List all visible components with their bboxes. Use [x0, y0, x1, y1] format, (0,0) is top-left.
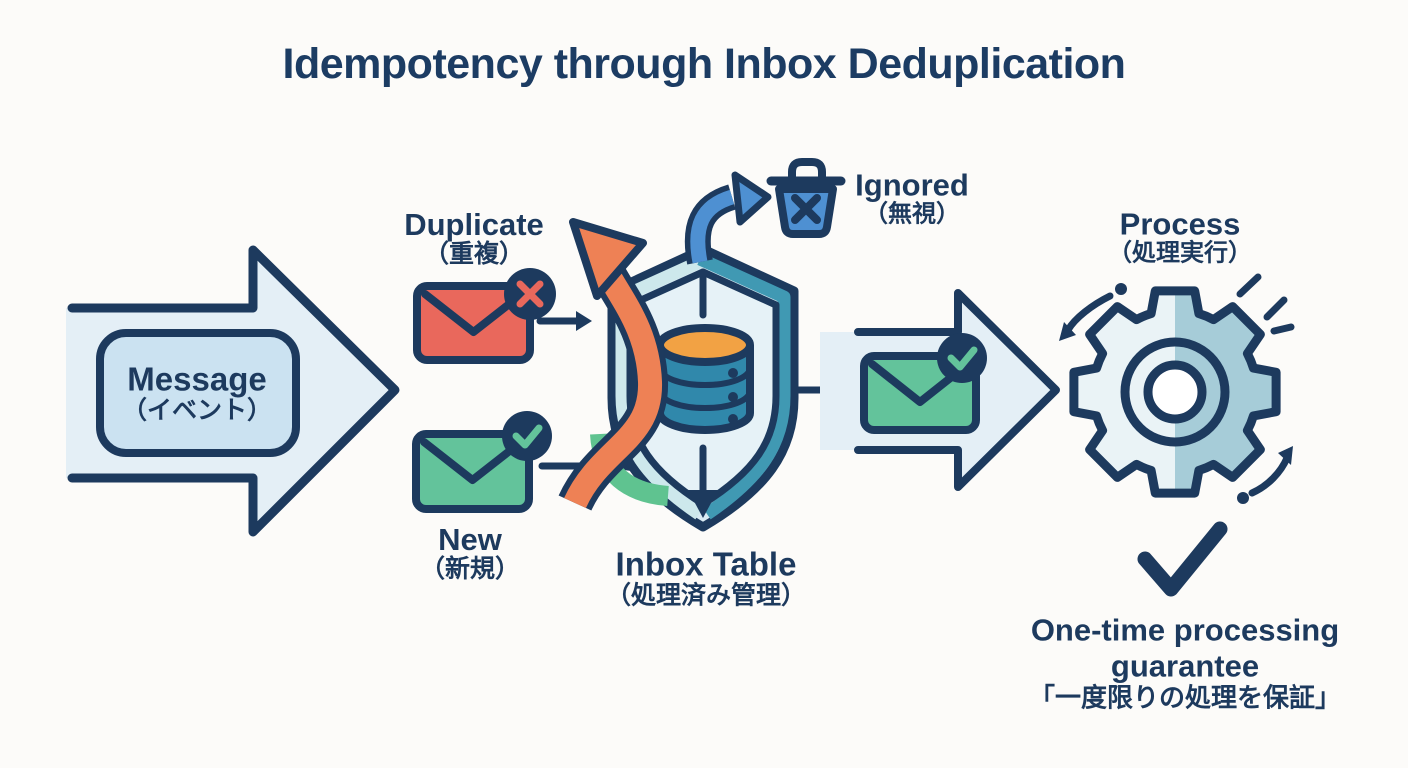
- message-label-en: Message: [127, 360, 267, 398]
- ignore-arrow-icon: [684, 171, 772, 265]
- guarantee-line3: 「一度限りの処理を保証」: [1028, 682, 1342, 713]
- page-title: Idempotency through Inbox Deduplication: [282, 39, 1126, 88]
- process-label-en: Process: [1119, 206, 1241, 242]
- duplicate-label-en: Duplicate: [404, 206, 544, 242]
- process-label-jp: （処理実行）: [1108, 239, 1252, 267]
- ignored-label-jp: （無視）: [863, 200, 960, 228]
- message-label-jp: （イベント）: [121, 396, 273, 425]
- message-arrow-shape: [66, 245, 400, 537]
- duplicate-envelope-icon: [413, 268, 556, 364]
- inbox-table-label: Inbox Table （処理済み管理）: [606, 547, 806, 610]
- process-label: Process （処理実行）: [1108, 207, 1252, 266]
- guarantee-label: One-time processing guarantee 「一度限りの処理を保…: [1029, 612, 1341, 711]
- process-gear-icon: [1074, 291, 1276, 493]
- message-box: [96, 329, 300, 457]
- duplicate-to-shield-arrow: [536, 311, 592, 331]
- ignored-label-en: Ignored: [855, 167, 969, 203]
- check-badge-icon: [937, 333, 987, 383]
- reject-arrow-icon: [558, 218, 668, 512]
- processed-envelope-icon: [860, 333, 987, 434]
- inbox-table-label-jp: （処理済み管理）: [605, 581, 807, 610]
- check-badge-icon: [502, 411, 552, 461]
- message-label: Message （イベント）: [122, 362, 272, 425]
- new-envelope-icon: [412, 411, 552, 513]
- database-icon: [656, 324, 754, 434]
- new-label-jp: （新規）: [419, 555, 521, 584]
- duplicate-label-jp: （重複）: [423, 240, 524, 269]
- guarantee-check-icon: [1137, 521, 1228, 597]
- new-label-en: New: [438, 521, 502, 557]
- duplicate-label: Duplicate （重複）: [404, 206, 544, 269]
- gear-rotation-arrows: [1059, 273, 1295, 504]
- ignored-label: Ignored （無視）: [855, 168, 969, 227]
- new-label: New （新規）: [419, 521, 521, 584]
- process-arrow-shape: [820, 289, 1060, 491]
- guarantee-line1: One-time processing: [1030, 612, 1340, 648]
- inbox-table-label-en: Inbox Table: [615, 545, 797, 583]
- trash-icon: [766, 158, 846, 238]
- guarantee-line2: guarantee: [1110, 647, 1260, 683]
